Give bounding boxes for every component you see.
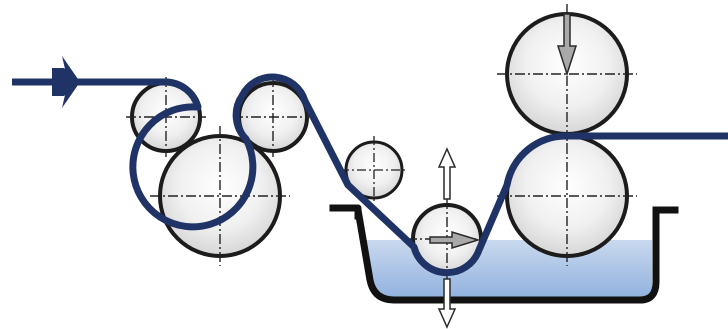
four-way-arrow-icon (429, 147, 481, 329)
feed-arrow-icon (52, 56, 80, 108)
down-arrow-icon (437, 278, 457, 329)
roller-upper-right-guide (233, 77, 313, 157)
tray-wall (329, 204, 679, 304)
up-arrow-icon (437, 147, 457, 200)
press-down-arrow-icon (556, 13, 578, 77)
right-arrow-icon (429, 230, 481, 250)
roller-small-idler (340, 136, 408, 204)
tray-liquid (365, 240, 652, 300)
web-path (12, 73, 728, 277)
